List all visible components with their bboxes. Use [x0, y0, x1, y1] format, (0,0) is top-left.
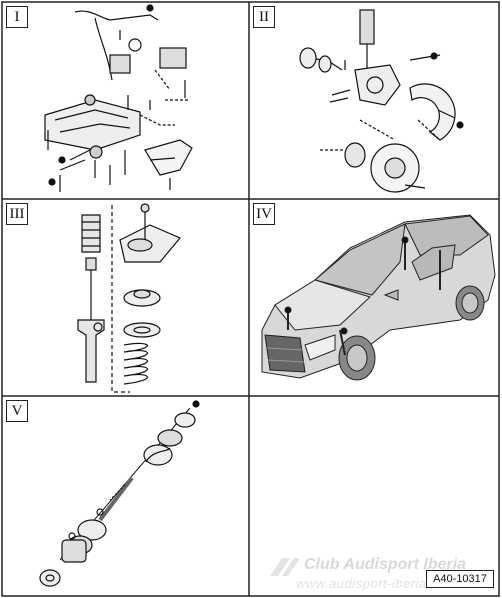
watermark: Club Audisport Iberia www.audisport-iber…	[266, 556, 502, 592]
watermark-title: Club Audisport Iberia	[304, 556, 467, 573]
stabilizer-bar	[74, 10, 159, 21]
panel-label-v: V	[6, 400, 28, 422]
watermark-url: www.audisport-iberia.com	[296, 576, 457, 591]
panel-label-iv: IV	[253, 203, 275, 225]
document-code: A40-10317	[426, 570, 494, 588]
watermark-logo-icon	[270, 558, 300, 576]
panel-label-iii: III	[6, 203, 28, 225]
panel-label-i: I	[6, 6, 28, 28]
panel-label-ii: II	[253, 6, 275, 28]
